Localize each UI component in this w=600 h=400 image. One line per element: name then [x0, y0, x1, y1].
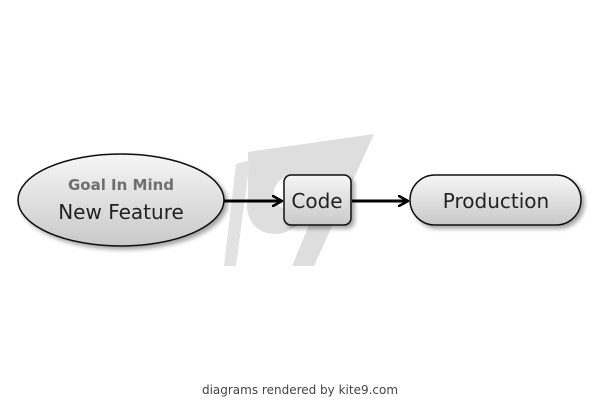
footer-credit: diagrams rendered by kite9.com	[201, 383, 399, 397]
node-production[interactable]: Production	[409, 174, 582, 226]
node-code-label: Code	[291, 189, 342, 213]
node-code[interactable]: Code	[283, 174, 352, 226]
node-production-label: Production	[443, 189, 549, 213]
node-goal-title: Goal In Mind	[68, 176, 174, 194]
node-goal-label: New Feature	[58, 200, 184, 224]
node-goal[interactable]: Goal In Mind New Feature	[17, 153, 225, 247]
